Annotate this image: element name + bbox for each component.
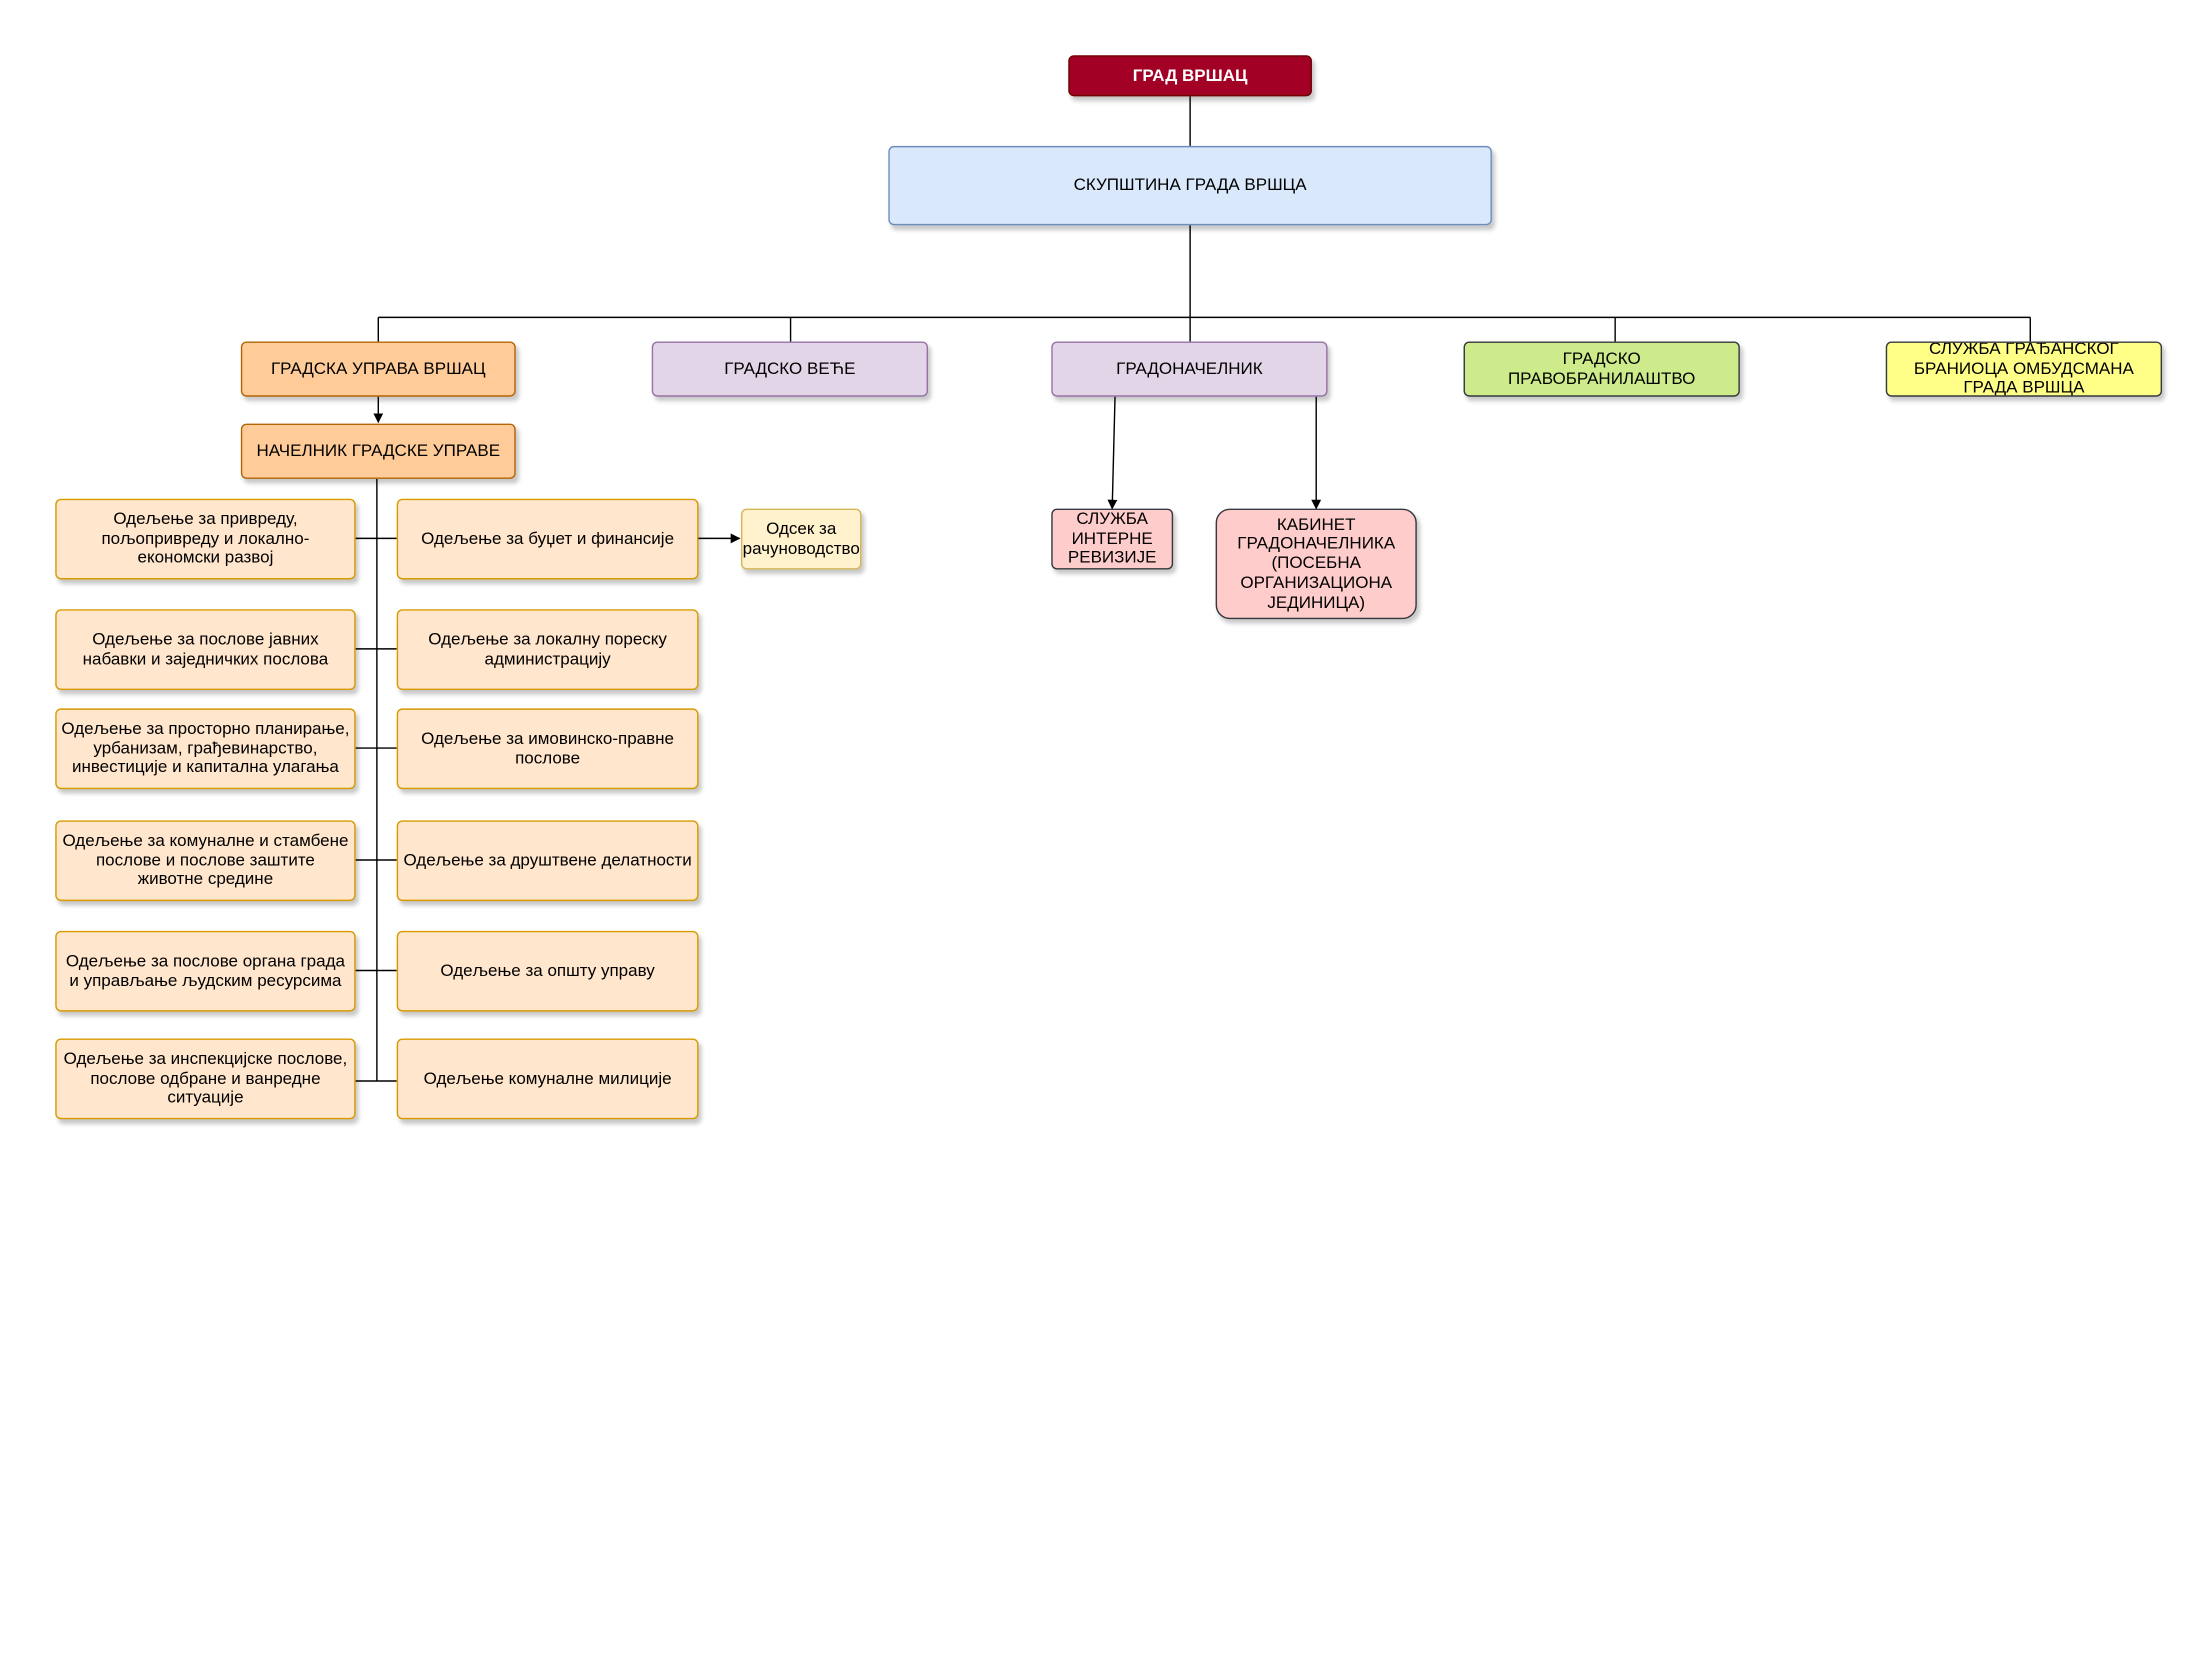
connector-lines xyxy=(355,96,2031,1082)
root-node: ГРАД ВРШАЦ xyxy=(1068,55,1312,97)
department-left-5: Одељење за послове органа града и управљ… xyxy=(55,930,356,1012)
department-right-2: Одељење за локалну пореску администрациј… xyxy=(396,609,699,690)
attorney-node: ГРАДСКО ПРАВОБРАНИЛАШТВО xyxy=(1463,341,1740,397)
link-mayor-audit xyxy=(1107,396,1118,510)
department-right-3: Одељење за имовинско-правне послове xyxy=(396,708,699,790)
ombudsman-node: СЛУЖБА ГРАЂАНСКОГ БРАНИОЦА ОМБУДСМАНА ГР… xyxy=(1885,341,2163,397)
department-left-6: Одељење за инспекцијске послове, послове… xyxy=(55,1038,356,1120)
assembly-node: СКУПШТИНА ГРАДА ВРШЦА xyxy=(888,145,1492,226)
city-administration-node: ГРАДСКА УПРАВА ВРШАЦ xyxy=(240,341,516,397)
department-right-4: Одељење за друштвене делатности xyxy=(396,820,699,902)
department-left-4: Одељење за комуналне и стамбене послове … xyxy=(55,820,356,902)
department-left-2: Одељење за послове јавних набавки и заје… xyxy=(55,609,356,690)
department-right-1: Одељење за буџет и финансије xyxy=(396,498,699,580)
department-left-1: Одељење за привреду, пољопривреду и лока… xyxy=(55,498,356,580)
department-right-6: Одељење комуналне милиције xyxy=(396,1038,699,1120)
mayor-node: ГРАДОНАЧЕЛНИК xyxy=(1051,341,1328,397)
department-left-3: Одељење за просторно планирање, урбаниза… xyxy=(55,708,356,790)
administration-head-node: НАЧЕЛНИК ГРАДСКЕ УПРАВЕ xyxy=(240,423,516,479)
internal-audit-node: СЛУЖБА ИНТЕРНЕ РЕВИЗИЈЕ xyxy=(1051,508,1174,570)
accounting-section-node: Одсек за рачуноводство xyxy=(740,508,862,570)
mayor-cabinet-node: КАБИНЕТ ГРАДОНАЧЕЛНИКА (ПОСЕБНА ОРГАНИЗА… xyxy=(1215,508,1417,620)
department-right-5: Одељење за општу управу xyxy=(396,930,699,1012)
city-council-node: ГРАДСКО ВЕЋЕ xyxy=(651,341,929,397)
